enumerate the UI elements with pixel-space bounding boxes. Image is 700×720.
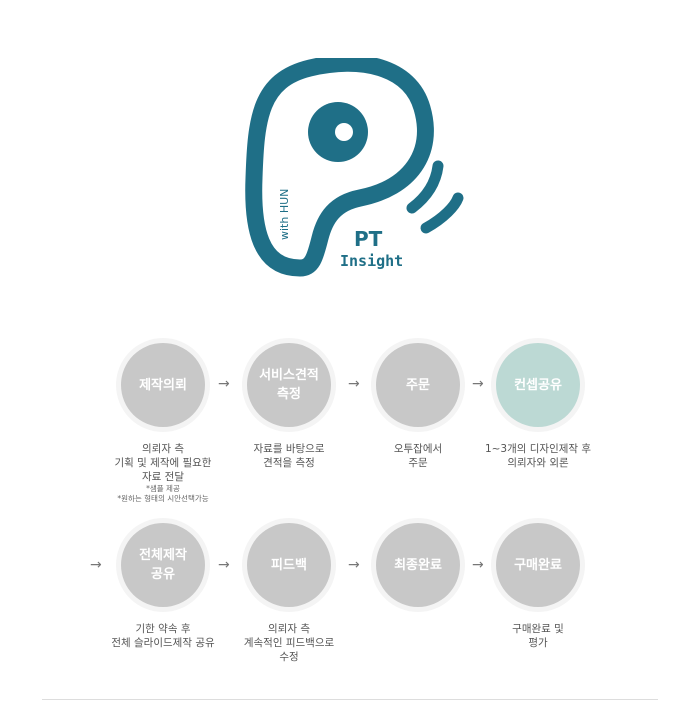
pt-insight-logo: with HUN PT Insight — [240, 58, 470, 278]
step-circle: 구매완료 — [496, 523, 580, 607]
step-concept: 컨셉공유 1~3개의 디자인제작 후 의뢰자와 외론 — [468, 338, 608, 470]
step-full-production: 전체제작 공유 기한 약속 후 전체 슬라이드제작 공유 — [93, 518, 233, 650]
logo-with-text: with HUN — [278, 189, 291, 240]
step-description: 오투잡에서 주문 — [393, 443, 443, 469]
step-note: *샘플 제공 *원하는 형태의 시안선택가능 — [117, 484, 209, 503]
bottom-divider — [42, 699, 658, 700]
arrow-right-icon: → — [218, 557, 230, 573]
step-order: 주문 오투잡에서 주문 — [348, 338, 488, 470]
step-circle-highlight: 컨셉공유 — [496, 343, 580, 427]
step-request: 제작의뢰 의뢰자 측 기획 및 제작에 필요한 자료 전달 *샘플 제공 *원하… — [93, 338, 233, 504]
step-description: 1~3개의 디자인제작 후 의뢰자와 외론 — [484, 443, 592, 469]
step-estimate: 서비스견적 측정 자료를 바탕으로 견적을 측정 — [219, 338, 359, 470]
logo-insight-text: Insight — [340, 252, 403, 270]
arrow-right-icon: → — [472, 376, 484, 392]
step-circle: 서비스견적 측정 — [247, 343, 331, 427]
logo-mark: with HUN PT Insight — [245, 58, 464, 277]
step-description: 구매완료 및 평가 — [512, 623, 564, 649]
step-final: 최종완료 — [348, 518, 488, 612]
arrow-right-icon: → — [348, 376, 360, 392]
step-circle: 제작의뢰 — [121, 343, 205, 427]
step-circle: 피드백 — [247, 523, 331, 607]
step-purchase-complete: 구매완료 구매완료 및 평가 — [468, 518, 608, 650]
step-description: 의뢰자 측 계속적인 피드백으로 수정 — [243, 623, 335, 663]
arrow-right-icon: → — [348, 557, 360, 573]
step-circle: 주문 — [376, 343, 460, 427]
arrow-right-icon: → — [90, 557, 102, 573]
step-circle: 전체제작 공유 — [121, 523, 205, 607]
step-description: 의뢰자 측 기획 및 제작에 필요한 자료 전달 — [114, 443, 212, 483]
arrow-right-icon: → — [472, 557, 484, 573]
step-circle: 최종완료 — [376, 523, 460, 607]
step-description: 기한 약속 후 전체 슬라이드제작 공유 — [111, 623, 215, 649]
step-feedback: 피드백 의뢰자 측 계속적인 피드백으로 수정 — [219, 518, 359, 664]
step-description: 자료를 바탕으로 견적을 측정 — [253, 443, 325, 469]
arrow-right-icon: → — [218, 376, 230, 392]
logo-pt-text: PT — [354, 227, 383, 251]
